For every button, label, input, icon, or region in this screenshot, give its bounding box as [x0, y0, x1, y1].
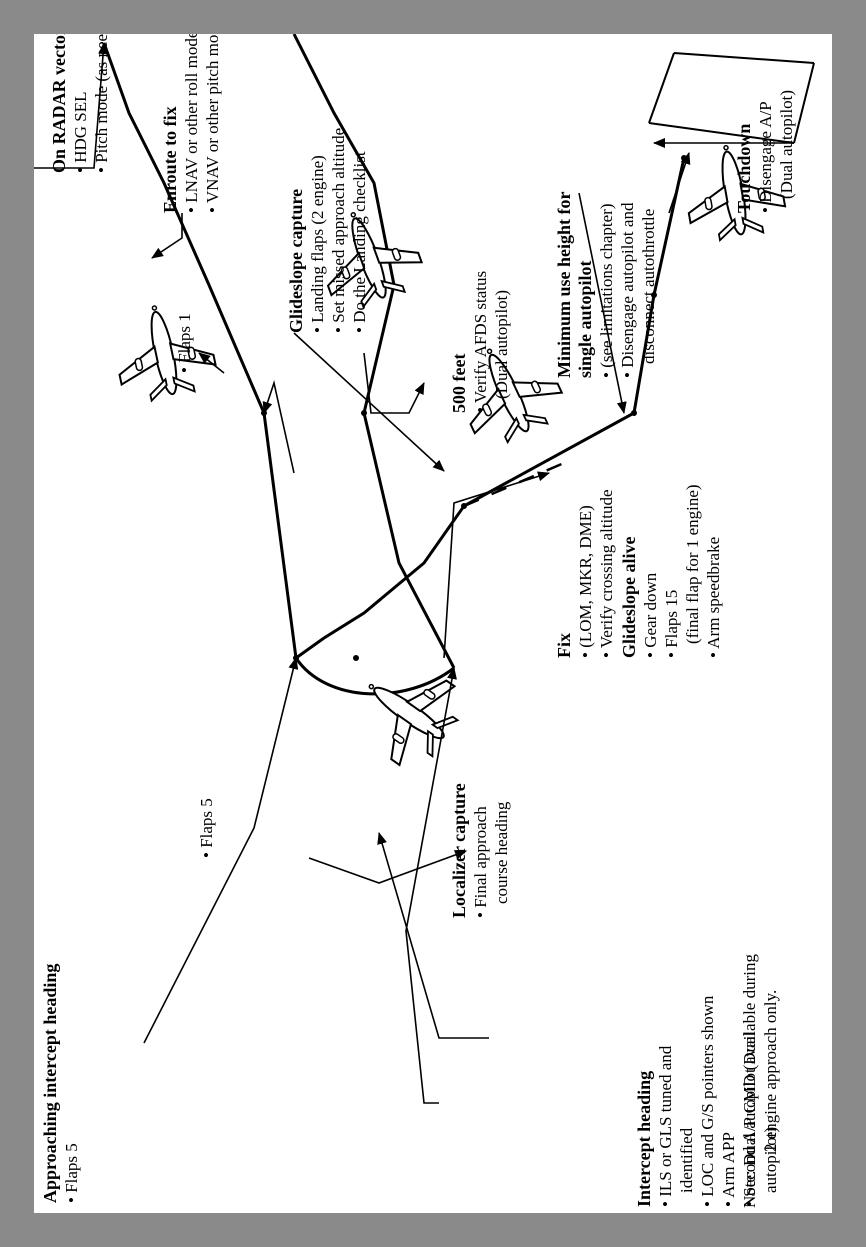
leader-localizer [377, 832, 489, 1039]
glideslope-alive-item: Arm speedbrake [703, 484, 724, 658]
leader-intercept [405, 667, 457, 1104]
fix-item: (LOM, MKR, DME) [575, 489, 596, 658]
feet500-title: 500 feet [449, 353, 469, 413]
callout-glideslope-alive: Glideslope alive Gear down Flaps 15 (fin… [619, 484, 724, 658]
aircraft-flaps1 [106, 295, 222, 408]
leader-500-feet [363, 352, 425, 414]
approaching-intercept-item: Flaps 5 [61, 964, 82, 1203]
enroute-item: VNAV or other pitch mode [202, 34, 223, 213]
min-use-item: disconnect autothrottle [639, 208, 658, 364]
callout-flaps1: Flaps 1 [174, 313, 195, 373]
callout-flaps5-mid: Flaps 5 [196, 798, 217, 858]
leader-glideslope-alive [443, 471, 550, 659]
glideslope-capture-item: Do the Landing checklist [349, 128, 370, 333]
leader-touchdown [668, 152, 691, 214]
fix-extension [463, 461, 565, 508]
min-use-item: Disengage autopilot and [617, 192, 638, 379]
enroute-title: Enroute to fix [160, 106, 180, 213]
callout-500-feet: 500 feet Verify AFDS status (Dual autopi… [449, 271, 512, 413]
feet500-item: Verify AFDS status [470, 271, 491, 413]
final-approach [463, 157, 686, 508]
glideslope-capture-item: Set missed approach altitude [328, 128, 349, 333]
fix-title: Fix [554, 633, 574, 658]
callout-enroute: Enroute to fix LNAV or other roll mode V… [160, 34, 223, 213]
approaching-intercept-title: Approaching intercept heading [40, 963, 60, 1203]
callout-on-radar: On RADAR vectors HDG SEL Pitch mode (as … [49, 34, 112, 173]
enroute-item: LNAV or other roll mode [181, 34, 202, 213]
flaps1-text: Flaps 1 [174, 313, 195, 373]
min-use-title: Minimum use height for [554, 191, 574, 379]
callout-fix: Fix (LOM, MKR, DME) Verify crossing alti… [554, 489, 617, 658]
min-use-title-2: single autopilot [575, 260, 595, 378]
callout-approaching-intercept: Approaching intercept heading Flaps 5 [40, 964, 82, 1203]
flaps5-mid-text: Flaps 5 [196, 798, 217, 858]
enroute-to-intercept [362, 412, 456, 669]
glideslope-alive-title: Glideslope alive [619, 536, 639, 659]
leader-flaps1 [198, 352, 225, 374]
radar-leg [262, 412, 298, 659]
enroute-leg [292, 34, 396, 414]
min-use-item: (see limitations chapter) [596, 192, 617, 379]
localizer-capture-item: Final approach [470, 783, 491, 918]
on-radar-title: On RADAR vectors [49, 34, 69, 173]
touchdown-item: Disengage A/P [755, 90, 776, 213]
touchdown-item: (Dual autopilot) [777, 89, 796, 199]
leader-flaps5-mid [308, 850, 467, 884]
glideslope-alive-item: Gear down [640, 484, 661, 658]
on-radar-item: HDG SEL [70, 34, 91, 173]
intercept-heading-item: ILS or GLS tuned and [655, 996, 676, 1207]
intercept-heading-item: Arm APP [718, 996, 739, 1207]
leader-flaps1-2 [262, 380, 295, 474]
glideslope-capture-item: Landing flaps (2 engine) [307, 128, 328, 333]
touchdown-title: Touchdown [734, 123, 754, 213]
approach-diagram: Approaching intercept heading Flaps 5 In… [34, 34, 832, 1213]
vector-leg [102, 42, 266, 414]
callout-touchdown: Touchdown Disengage A/P (Dual autopilot) [734, 90, 797, 213]
intercept-heading-title: Intercept heading [634, 1070, 654, 1207]
glideslope-alive-item: (final flap for 1 engine) [683, 484, 702, 644]
intercept-heading-item: LOC and G/S pointers shown [697, 996, 718, 1207]
glideslope-alive-item: Flaps 15 [661, 484, 682, 658]
callout-localizer-capture: Localizer capture Final approach course … [449, 783, 512, 918]
localizer-capture-title: Localizer capture [449, 783, 469, 918]
intercept-heading-item: identified [677, 1127, 696, 1193]
leader-enroute [151, 213, 183, 259]
diagram-frame: Approaching intercept heading Flaps 5 In… [34, 34, 832, 1213]
on-radar-item: Pitch mode (as needed) [91, 34, 112, 173]
procedure-turn [294, 657, 455, 696]
leader-approaching [143, 657, 299, 1044]
note-line: 2 engine approach only. [761, 989, 780, 1152]
glideslope-capture-title: Glideslope capture [286, 188, 306, 333]
callout-glideslope-capture: Glideslope capture Landing flaps (2 engi… [286, 128, 370, 333]
note: Note: Dual autopilot available during 2 … [739, 954, 781, 1208]
fix-item: Verify crossing altitude [596, 489, 617, 658]
note-line: Note: Dual autopilot available during [740, 954, 759, 1208]
callout-min-use: Minimum use height for single autopilot … [554, 192, 659, 379]
feet500-item: (Dual autopilot) [492, 289, 511, 399]
localizer-leg [295, 505, 466, 660]
localizer-capture-item: course heading [492, 801, 511, 904]
